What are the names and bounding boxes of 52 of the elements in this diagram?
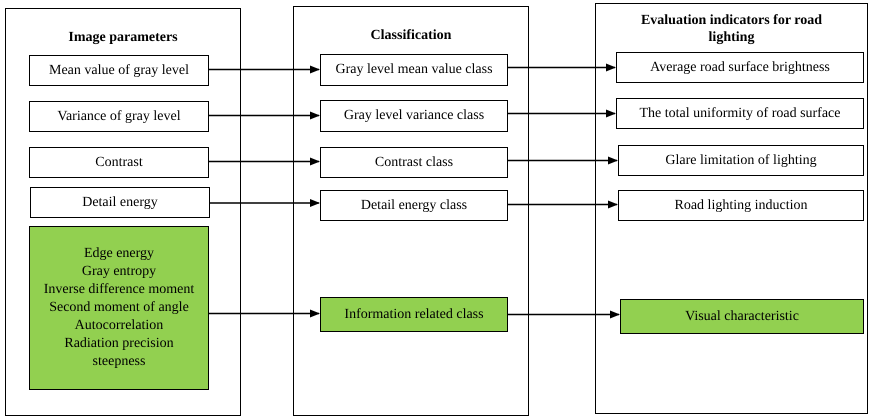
arrow (208, 66, 320, 74)
arrow (208, 112, 320, 120)
process-box (618, 190, 864, 221)
box-text: Gray level variance class (344, 107, 484, 125)
box-text: Autocorrelation (74, 317, 164, 335)
box-text: The total uniformity of road surface (640, 104, 840, 122)
box-text: Mean value of gray level (49, 62, 189, 80)
box-text: Contrast class (374, 154, 454, 172)
arrow (208, 158, 320, 166)
box-text: Information related class (344, 306, 484, 324)
process-box (29, 55, 209, 86)
process-box (30, 187, 210, 218)
box-text: Road lighting induction (674, 196, 808, 214)
panel-heading: Classification (370, 27, 452, 44)
process-box (320, 100, 508, 132)
arrow (507, 110, 616, 118)
box-text: Detail energy (82, 194, 158, 212)
box-text: Glare limitation of lighting (665, 152, 817, 170)
process-box (320, 190, 508, 221)
process-box (618, 145, 864, 176)
box-text: Average road surface brightness (650, 58, 830, 76)
highlighted-box (620, 299, 864, 334)
panel-heading: Image parameters (67, 29, 179, 46)
box-text: Edge energy (84, 245, 154, 263)
group-panel (293, 6, 529, 416)
box-text: Second moment of angle (49, 299, 189, 317)
box-text: steepness (92, 353, 146, 371)
arrow (208, 310, 320, 318)
arrow (507, 310, 620, 318)
arrow (507, 64, 616, 72)
box-text: Contrast (95, 154, 143, 172)
arrow (507, 200, 618, 208)
box-text: Variance of gray level (57, 108, 181, 126)
box-text: Radiation precision (64, 335, 174, 353)
highlighted-box (320, 297, 508, 332)
process-box (29, 147, 209, 178)
process-box (616, 98, 864, 129)
arrow (507, 156, 618, 164)
group-panel (595, 3, 868, 414)
process-box (616, 52, 864, 83)
box-text: Visual characteristic (685, 308, 799, 326)
box-text: Inverse difference moment (44, 281, 194, 299)
highlighted-box (29, 226, 209, 390)
process-box (29, 101, 209, 132)
process-box (320, 147, 508, 178)
box-text: Gray level mean value class (335, 61, 493, 79)
arrow (209, 199, 320, 207)
box-text: Detail energy class (360, 196, 468, 214)
box-text: Gray entropy (82, 263, 156, 281)
group-panel (5, 8, 241, 416)
panel-heading: Evaluation indicators for road lighting (640, 12, 824, 46)
process-box (320, 54, 508, 86)
